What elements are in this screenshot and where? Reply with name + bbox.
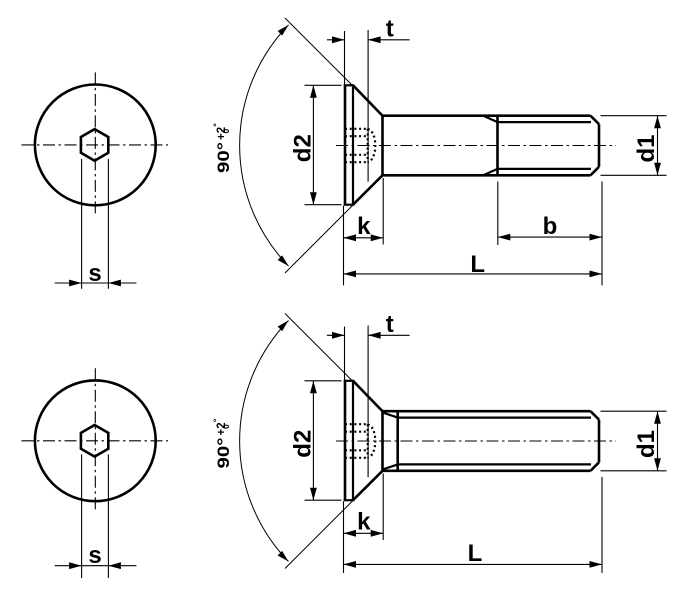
svg-text:°: ° [211,123,221,127]
svg-text:b: b [543,213,558,240]
svg-text:d1: d1 [633,430,660,458]
svg-text:d2: d2 [290,430,317,458]
svg-text:d1: d1 [633,134,660,162]
svg-text:L: L [470,251,485,278]
svg-text:k: k [357,213,371,240]
svg-text:s: s [88,542,101,569]
svg-text:t: t [386,16,394,43]
svg-text:0: 0 [221,129,231,134]
svg-text:90°: 90° [214,142,233,173]
svg-text:L: L [468,540,483,567]
svg-text:+2: +2 [216,127,228,140]
svg-text:k: k [357,509,371,536]
svg-text:°: ° [211,418,221,422]
svg-text:d2: d2 [290,134,317,162]
svg-text:90°: 90° [214,437,233,468]
svg-text:s: s [88,260,101,287]
svg-text:t: t [386,311,394,338]
svg-text:0: 0 [221,424,231,429]
svg-text:+2: +2 [216,422,228,435]
